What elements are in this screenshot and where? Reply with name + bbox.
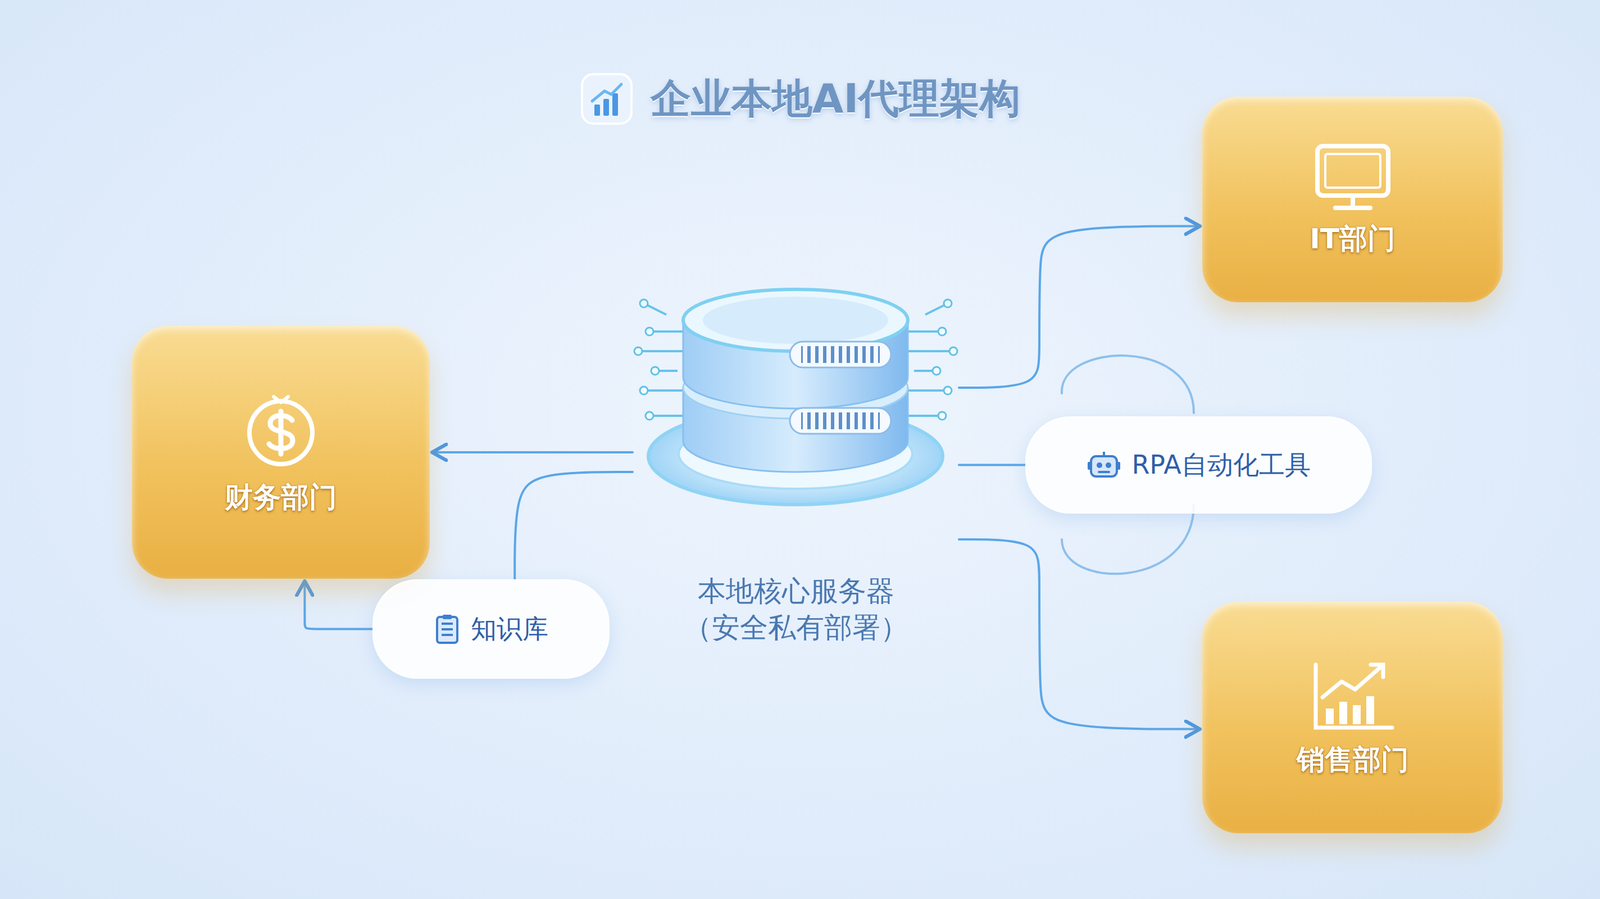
connector <box>958 539 1200 730</box>
node-icon <box>1310 141 1395 215</box>
node-label: 本地核心服务器 （安全私有部署） <box>675 573 917 647</box>
node-label: 知识库 <box>470 611 549 647</box>
node-icon <box>238 388 324 474</box>
knowledge-base-pill: 知识库 <box>372 579 610 679</box>
node-label: 财务部门 <box>224 478 338 517</box>
rpa-tool-pill: RPA自动化工具 <box>1025 416 1372 514</box>
node-label: RPA自动化工具 <box>1131 447 1311 483</box>
diagram-title: 企业本地AI代理架构 <box>650 71 1021 126</box>
node-icon <box>1086 449 1122 481</box>
node-label: 销售部门 <box>1296 741 1409 779</box>
connector <box>304 580 373 630</box>
connector <box>514 471 633 580</box>
department-box: IT部门 <box>1202 96 1503 303</box>
node-icon <box>1307 656 1398 736</box>
loop-wire <box>1061 504 1194 574</box>
node-icon <box>433 613 461 645</box>
department-box: 财务部门 <box>132 325 430 579</box>
connector <box>958 226 1200 388</box>
title-icon <box>579 71 634 126</box>
connector <box>958 464 1026 467</box>
connector <box>432 451 633 454</box>
server-node: 本地核心服务器 （安全私有部署） <box>632 247 959 653</box>
node-label: IT部门 <box>1309 220 1396 258</box>
department-box: 销售部门 <box>1202 601 1503 834</box>
loop-wire <box>1061 355 1194 413</box>
